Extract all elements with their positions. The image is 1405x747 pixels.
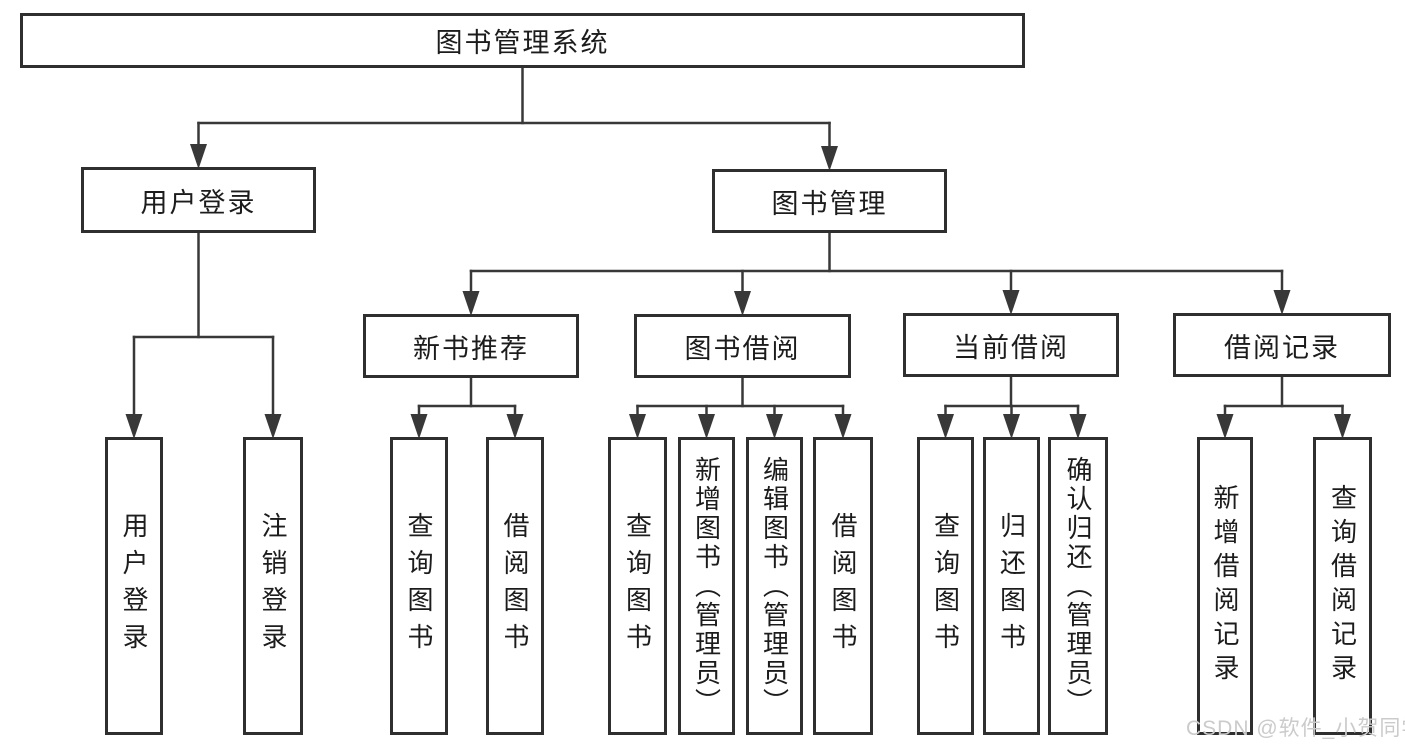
node-cb-confirm: 确认归还（管理员） <box>1048 437 1108 735</box>
node-cb-query: 查询图书 <box>917 437 974 735</box>
node-nb-borrow: 借阅图书 <box>486 437 544 735</box>
arrowhead <box>1069 414 1087 439</box>
node-br-add: 新增借阅记录 <box>1197 437 1253 735</box>
node-label: 确认归还（管理员） <box>1063 455 1093 717</box>
arrowhead <box>1273 290 1291 315</box>
node-cb-return: 归还图书 <box>983 437 1040 735</box>
arrowhead <box>937 414 954 439</box>
node-book-mgmt: 图书管理 <box>712 169 947 233</box>
arrowhead <box>1334 414 1351 439</box>
node-bb-query: 查询图书 <box>608 437 667 735</box>
node-label: 借阅图书 <box>500 512 530 660</box>
arrowhead <box>766 414 783 439</box>
node-new-book: 新书推荐 <box>363 314 579 378</box>
arrowhead <box>1216 414 1234 439</box>
csdn-watermark: CSDN @软件_小贺同学 <box>1186 717 1405 740</box>
node-borrow-record: 借阅记录 <box>1173 313 1391 377</box>
node-book-borrow: 图书借阅 <box>634 314 851 378</box>
arrowhead <box>190 144 207 169</box>
node-bb-edit: 编辑图书（管理员） <box>746 437 803 735</box>
arrowhead <box>698 414 715 439</box>
node-br-query: 查询借阅记录 <box>1313 437 1372 735</box>
node-label: 借阅图书 <box>828 512 858 660</box>
node-label: 查询图书 <box>930 512 961 660</box>
node-label: 查询借阅记录 <box>1327 484 1358 688</box>
arrowhead <box>264 414 282 439</box>
node-user-login: 用户登录 <box>81 167 316 233</box>
arrowhead <box>821 146 838 171</box>
node-label: 用户登录 <box>119 512 149 660</box>
arrowhead <box>506 414 524 439</box>
arrowhead <box>629 414 646 439</box>
node-v-user-login: 用户登录 <box>105 437 163 735</box>
node-nb-query: 查询图书 <box>390 437 448 735</box>
node-label: 新增借阅记录 <box>1210 484 1240 688</box>
arrowhead <box>410 414 428 439</box>
arrowhead <box>1002 290 1020 315</box>
arrowhead <box>125 414 143 439</box>
node-system: 图书管理系统 <box>20 13 1025 68</box>
arrowhead <box>734 291 751 316</box>
node-bb-borrow: 借阅图书 <box>813 437 873 735</box>
node-label: 图书管理系统 <box>435 28 610 58</box>
node-current-borrow: 当前借阅 <box>903 313 1119 377</box>
arrowhead <box>462 291 480 316</box>
arrowhead <box>1003 414 1020 439</box>
node-label: 用户登录 <box>140 187 257 218</box>
node-label: 注销登录 <box>258 512 288 660</box>
arrowhead <box>834 414 852 439</box>
node-bb-add: 新增图书（管理员） <box>678 437 735 735</box>
node-label: 新增图书（管理员） <box>691 455 722 717</box>
node-label: 当前借阅 <box>953 332 1069 363</box>
node-label: 查询图书 <box>622 512 653 660</box>
node-label: 图书借阅 <box>684 333 801 364</box>
node-label: 归还图书 <box>996 512 1027 660</box>
node-v-logout: 注销登录 <box>243 437 303 735</box>
node-label: 借阅记录 <box>1224 332 1340 363</box>
node-label: 图书管理 <box>771 188 888 219</box>
node-label: 新书推荐 <box>413 333 529 364</box>
node-label: 编辑图书（管理员） <box>759 455 790 717</box>
node-label: 查询图书 <box>404 512 434 660</box>
